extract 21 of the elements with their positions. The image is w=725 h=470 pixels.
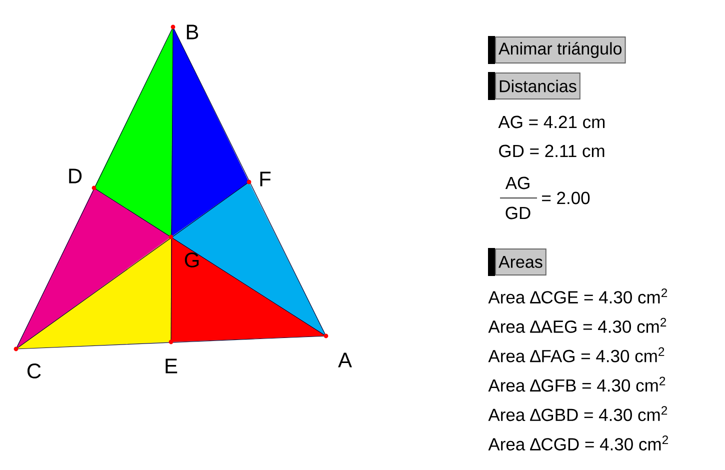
measurement-text: Area ∆GFB = 4.30 cm$^{2}$ [488, 376, 666, 392]
measurement-text: Area ∆FAG = 4.30 cm$^{2}$ [488, 347, 664, 362]
measurement-text: Area ∆AEG = 4.30 cm$^{2}$ [488, 318, 666, 333]
point-label: G [184, 252, 199, 268]
point-label: A [338, 352, 352, 368]
button: Distancias [488, 72, 580, 100]
measurement-text: GD = 2.11 cm [499, 144, 604, 158]
measurement-text: AG [505, 176, 530, 190]
measurement-text: Area ∆CGD = 4.30 cm$^{2}$ [488, 436, 668, 450]
point-label: E [166, 358, 178, 374]
measurement-text: AG = 4.21 cm [498, 116, 605, 128]
measurement-text: Area ∆GBD = 4.30 cm$^{2}$ [488, 406, 668, 422]
button: Areas [488, 248, 546, 276]
point-label: B [186, 24, 198, 40]
measurement-text: GD [506, 206, 530, 220]
point-label: D [69, 168, 82, 184]
button: Animar triángulo [488, 36, 626, 64]
point-label: C [28, 364, 41, 378]
measurement-text: Area ∆CGE = 4.30 cm$^{2}$ [488, 288, 668, 304]
measurement-text: = 2.00 [542, 192, 590, 204]
point-label: F [260, 172, 271, 186]
